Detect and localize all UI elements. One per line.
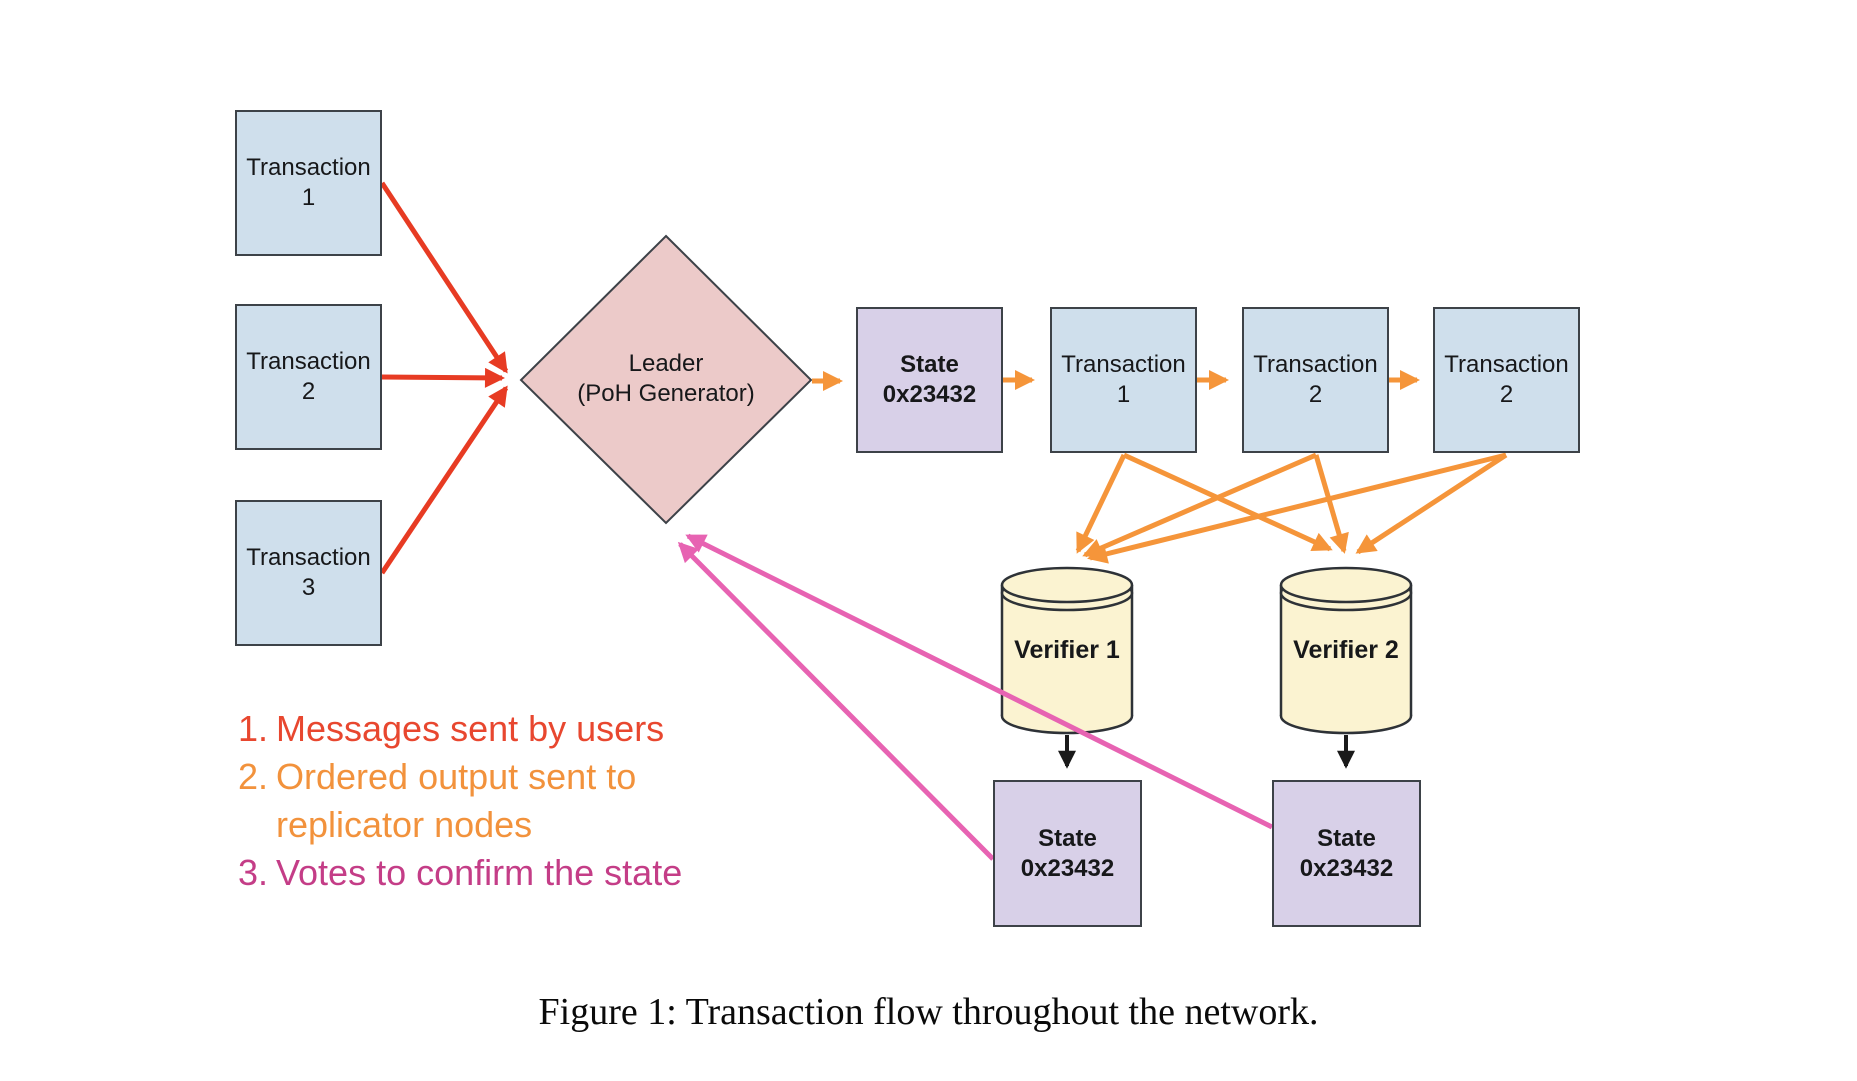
vote-arrows [677, 533, 1274, 861]
arrow-chain-tx1-to-verifier2 [1122, 452, 1333, 552]
arrow-chain-tx1-to-verifier1 [1075, 453, 1127, 554]
legend-item-messages: 1. Messages sent by users [238, 705, 682, 753]
node-chain-transaction-1-label: Transaction 1 [1061, 351, 1186, 408]
node-user-transaction-3: Transaction 3 [235, 500, 382, 646]
legend-item-ordered-output-number: 2. [238, 756, 269, 797]
node-chain-transaction-2: Transaction 2 [1242, 307, 1389, 453]
arrow-tx3-to-leader [379, 385, 509, 575]
arrow-chain-tx2-to-verifier2 [1313, 454, 1349, 554]
node-chain-transaction-2-label: Transaction 2 [1253, 351, 1378, 408]
verifier2-cylinder [1279, 566, 1413, 735]
verifier2-label: Verifier 2 [1293, 636, 1399, 664]
legend-item-votes-text: Votes to confirm the state [276, 852, 683, 893]
arrow-chain-tx2-to-verifier1 [1082, 452, 1317, 558]
legend-item-messages-text: Messages sent by users [276, 708, 665, 749]
user-message-arrows [379, 181, 509, 575]
node-state-verifier2-label: State 0x23432 [1299, 824, 1394, 882]
leader-diamond [519, 234, 813, 525]
verifier1-cylinder [1000, 566, 1134, 735]
node-chain-transaction-1: Transaction 1 [1050, 307, 1197, 453]
arrow-state-v1-to-leader [677, 541, 995, 861]
node-state-verifier1: State 0x23432 [993, 780, 1142, 927]
legend-item-ordered-output: 2. Ordered output sent to replicator nod… [238, 753, 682, 849]
arrow-tx2-to-leader [381, 367, 505, 388]
node-state-verifier1-label: State 0x23432 [1020, 824, 1115, 882]
arrow-tx1-to-leader [379, 181, 509, 374]
node-user-transaction-1-label: Transaction 1 [246, 154, 371, 211]
legend-item-messages-number: 1. [238, 708, 269, 749]
legend-item-votes-number: 3. [238, 852, 269, 893]
figure-caption: Figure 1: Transaction flow throughout th… [538, 991, 1319, 1033]
leader-label: Leader (PoH Generator) [577, 350, 755, 407]
node-user-transaction-3-label: Transaction 3 [246, 544, 371, 601]
verifier-to-state-arrows [1058, 735, 1355, 769]
arrow-state-v2-to-leader [685, 533, 1274, 830]
legend-item-votes: 3. Votes to confirm the state [238, 849, 682, 897]
node-state-root-label: State 0x23432 [882, 351, 977, 408]
arrow-chain-tx3-to-verifier1 [1087, 452, 1507, 564]
arrow-chain-tx3-to-verifier2 [1355, 452, 1508, 555]
node-state-verifier2: State 0x23432 [1272, 780, 1421, 927]
legend: 1. Messages sent by users 2. Ordered out… [238, 705, 682, 897]
ordered-output-to-verifier-arrows [1075, 452, 1508, 564]
node-chain-transaction-3: Transaction 2 [1433, 307, 1580, 453]
node-user-transaction-2: Transaction 2 [235, 304, 382, 450]
node-state-root: State 0x23432 [856, 307, 1003, 453]
verifier1-label: Verifier 1 [1014, 636, 1120, 664]
legend-item-ordered-output-text: Ordered output sent to replicator nodes [276, 756, 637, 845]
node-chain-transaction-3-label: Transaction 2 [1444, 351, 1569, 408]
node-user-transaction-1: Transaction 1 [235, 110, 382, 256]
node-user-transaction-2-label: Transaction 2 [246, 348, 371, 405]
ordered-output-chain-arrows [812, 370, 1420, 391]
